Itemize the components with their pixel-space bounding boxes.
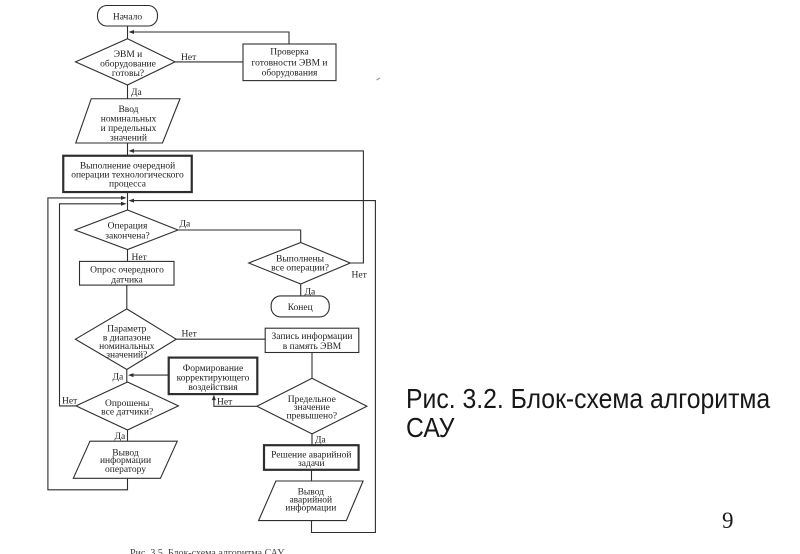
svg-text:Опрошены: Опрошены xyxy=(105,399,150,409)
svg-text:готовности ЭВМ и: готовности ЭВМ и xyxy=(252,59,328,69)
svg-text:Решение аварийной: Решение аварийной xyxy=(271,449,351,460)
svg-text:информации: информации xyxy=(100,455,151,466)
svg-text:задачи: задачи xyxy=(298,459,325,469)
svg-text:процесса: процесса xyxy=(109,179,147,189)
svg-text:значение: значение xyxy=(294,403,330,413)
svg-text:Нет: Нет xyxy=(217,398,233,408)
svg-text:Да: Да xyxy=(131,88,142,98)
svg-text:значений?: значений? xyxy=(106,350,147,361)
svg-text:операции технологического: операции технологического xyxy=(71,171,184,181)
svg-text:превышено?: превышено? xyxy=(287,412,338,422)
svg-text:Нет: Нет xyxy=(132,253,148,263)
svg-text:Предельное: Предельное xyxy=(288,395,336,405)
svg-text:Да: Да xyxy=(113,373,124,383)
svg-text:в память ЭВМ: в память ЭВМ xyxy=(283,342,342,352)
svg-text:Нет: Нет xyxy=(181,53,197,63)
svg-text:Вывод: Вывод xyxy=(298,487,325,497)
svg-text:Нет: Нет xyxy=(182,330,198,340)
svg-text:воздействия: воздействия xyxy=(188,382,238,393)
svg-text:Конец: Конец xyxy=(288,303,313,313)
svg-text:Проверка: Проверка xyxy=(270,48,309,58)
svg-text:Формирование: Формирование xyxy=(183,364,243,374)
svg-text:ЭВМ и: ЭВМ и xyxy=(114,50,143,60)
svg-text:Ввод: Ввод xyxy=(118,105,138,115)
svg-text:готовы?: готовы? xyxy=(112,69,144,79)
svg-text:Вывод: Вывод xyxy=(112,448,139,458)
svg-text:Рис. 3.5. Блок-схема алгоритма: Рис. 3.5. Блок-схема алгоритма САУ xyxy=(130,548,285,554)
svg-text:Опрос очередного: Опрос очередного xyxy=(90,266,164,276)
svg-text:и предельных: и предельных xyxy=(101,124,157,134)
svg-text:информации: информации xyxy=(285,503,336,514)
svg-text:Выполнены: Выполнены xyxy=(276,255,325,265)
svg-text:все операции?: все операции? xyxy=(271,263,329,273)
svg-text:оператору: оператору xyxy=(105,465,146,475)
svg-text:Выполнение очередной: Выполнение очередной xyxy=(80,161,175,172)
svg-text:оборудования: оборудования xyxy=(262,68,318,79)
svg-text:Параметр: Параметр xyxy=(107,325,147,335)
svg-text:в диапазоне: в диапазоне xyxy=(103,334,151,344)
svg-text:Нет: Нет xyxy=(352,271,368,281)
svg-text:Да: Да xyxy=(305,288,316,298)
svg-text:датчика: датчика xyxy=(111,275,143,285)
svg-text:номинальных: номинальных xyxy=(99,342,155,352)
svg-text:Да: Да xyxy=(180,220,191,230)
svg-text:Нет: Нет xyxy=(62,396,78,406)
svg-text:Запись информации: Запись информации xyxy=(271,331,352,342)
svg-text:Да: Да xyxy=(315,436,326,446)
svg-text:значений: значений xyxy=(110,132,147,143)
svg-text:Да: Да xyxy=(115,432,126,442)
svg-text:Начало: Начало xyxy=(113,13,143,23)
svg-text:все датчики?: все датчики? xyxy=(101,408,153,418)
svg-text:аварийной: аварийной xyxy=(289,495,332,506)
svg-text:номинальных: номинальных xyxy=(101,114,157,124)
svg-text:закончена?: закончена? xyxy=(105,232,149,242)
svg-text:Операция: Операция xyxy=(108,222,148,232)
svg-text:оборудование: оборудование xyxy=(100,59,156,70)
svg-text:корректирующего: корректирующего xyxy=(177,374,250,384)
